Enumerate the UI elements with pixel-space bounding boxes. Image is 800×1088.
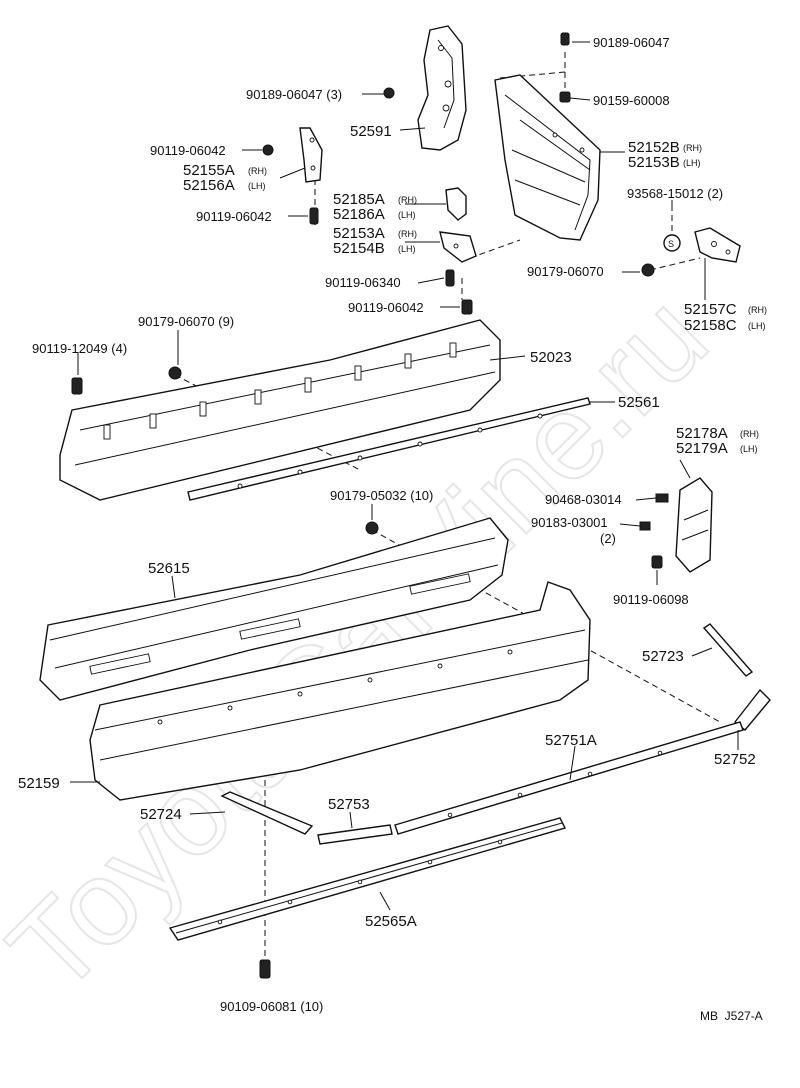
nut-icon <box>168 366 182 380</box>
callout-52158c[interactable]: 52158C <box>684 317 737 334</box>
callout-52615[interactable]: 52615 <box>148 560 190 577</box>
callout-52591[interactable]: 52591 <box>350 123 392 140</box>
side-label: (LH) <box>398 244 416 254</box>
callout-52178a[interactable]: 52178A <box>676 425 728 442</box>
part-52178a-bracket[interactable] <box>675 477 713 573</box>
part-52591-bracket[interactable] <box>417 25 467 151</box>
side-label: (RH) <box>398 229 417 239</box>
callout-52156a[interactable]: 52156A <box>183 177 235 194</box>
nut-icon <box>365 521 379 535</box>
callout-52179a[interactable]: 52179A <box>676 440 728 457</box>
part-52565a-reinforcement-strip[interactable] <box>168 817 567 941</box>
callout-90183-03001[interactable]: 90183-03001 <box>531 515 608 530</box>
bolt-icon <box>262 144 274 156</box>
part-52185a-bracket[interactable] <box>445 187 467 221</box>
callout-labels: 90189-06047 90159-60008 90189-06047 (3) … <box>18 35 767 1023</box>
callout-90119-06340[interactable]: 90119-06340 <box>325 275 401 290</box>
bolt-icon <box>651 555 663 569</box>
part-52753-molding[interactable] <box>317 824 393 845</box>
part-52723-molding[interactable] <box>702 623 754 677</box>
callout-52561[interactable]: 52561 <box>618 394 660 411</box>
side-label: (RH) <box>740 429 759 439</box>
callout-52751a[interactable]: 52751A <box>545 732 597 749</box>
side-label: (RH) <box>683 143 702 153</box>
callout-93568-15012[interactable]: 93568-15012 (2) <box>627 186 723 201</box>
callout-90119-06042[interactable]: 90119-06042 <box>150 143 226 158</box>
callout-52159[interactable]: 52159 <box>18 775 60 792</box>
clip-icon: S <box>663 234 681 252</box>
callout-52153a[interactable]: 52153A <box>333 225 385 242</box>
callout-90179-05032[interactable]: 90179-05032 (10) <box>330 488 433 503</box>
callout-90119-06098[interactable]: 90119-06098 <box>613 592 689 607</box>
side-label: (LH) <box>248 181 266 191</box>
callout-52752[interactable]: 52752 <box>714 751 756 768</box>
part-52751a-molding[interactable] <box>394 721 744 835</box>
svg-text:S: S <box>668 239 674 249</box>
callout-52724[interactable]: 52724 <box>140 806 182 823</box>
callout-90189-06047[interactable]: 90189-06047 <box>593 35 670 50</box>
callout-52153b[interactable]: 52153B <box>628 154 680 171</box>
callout-90159-60008[interactable]: 90159-60008 <box>593 93 670 108</box>
callout-52565a[interactable]: 52565A <box>365 913 417 930</box>
part-52724-molding[interactable] <box>220 791 314 835</box>
bolt-icon <box>383 87 395 99</box>
callout-90119-06042[interactable]: 90119-06042 <box>348 300 424 315</box>
bolt-icon <box>461 299 473 315</box>
callout-90119-12049[interactable]: 90119-12049 (4) <box>32 341 127 356</box>
callout-52155a[interactable]: 52155A <box>183 162 235 179</box>
nut-icon <box>641 263 655 277</box>
part-52615-upper-cover[interactable] <box>39 517 509 701</box>
callout-90183-qty: (2) <box>600 531 616 546</box>
callout-90179-06070-qty9[interactable]: 90179-06070 (9) <box>138 314 234 329</box>
fasteners: S <box>71 32 681 979</box>
clip-icon <box>655 493 669 503</box>
side-label: (LH) <box>740 444 758 454</box>
part-52153a-bracket[interactable] <box>439 231 477 263</box>
part-52157c-bracket[interactable] <box>694 227 741 263</box>
bolt-icon <box>71 377 83 395</box>
callout-52023[interactable]: 52023 <box>530 349 572 366</box>
bolt-icon <box>259 959 271 979</box>
callout-52723[interactable]: 52723 <box>642 648 684 665</box>
side-label: (RH) <box>398 195 417 205</box>
side-label: (LH) <box>683 158 701 168</box>
leader-lines <box>70 41 739 911</box>
callout-90109-06081[interactable]: 90109-06081 (10) <box>220 999 323 1014</box>
side-label: (RH) <box>248 166 267 176</box>
callout-52152b[interactable]: 52152B <box>628 139 680 156</box>
bolt-icon <box>445 269 455 287</box>
side-label: (LH) <box>398 210 416 220</box>
part-52155a-bracket[interactable] <box>299 127 323 183</box>
callout-90189-06047-qty3[interactable]: 90189-06047 (3) <box>246 87 342 102</box>
callout-52753[interactable]: 52753 <box>328 796 370 813</box>
bolt-icon <box>309 207 319 225</box>
side-label: (RH) <box>748 305 767 315</box>
part-52561-retainer[interactable] <box>187 397 591 501</box>
callout-52186a[interactable]: 52186A <box>333 206 385 223</box>
clip-icon <box>639 521 651 531</box>
part-52152b-side-panel[interactable] <box>494 74 601 241</box>
callout-90468-03014[interactable]: 90468-03014 <box>545 492 622 507</box>
part-52023-reinforcement[interactable] <box>59 319 501 501</box>
nut-icon <box>559 91 571 103</box>
callout-52157c[interactable]: 52157C <box>684 301 737 318</box>
callout-90179-06070[interactable]: 90179-06070 <box>527 264 604 279</box>
callout-52185a[interactable]: 52185A <box>333 191 385 208</box>
side-label: (LH) <box>748 321 766 331</box>
diagram-reference: MB J527-A <box>700 1009 763 1023</box>
part-52159-bumper-cover[interactable] <box>89 581 591 801</box>
callout-52154b[interactable]: 52154B <box>333 240 385 257</box>
callout-90119-06042[interactable]: 90119-06042 <box>196 209 272 224</box>
bolt-icon <box>560 32 570 46</box>
